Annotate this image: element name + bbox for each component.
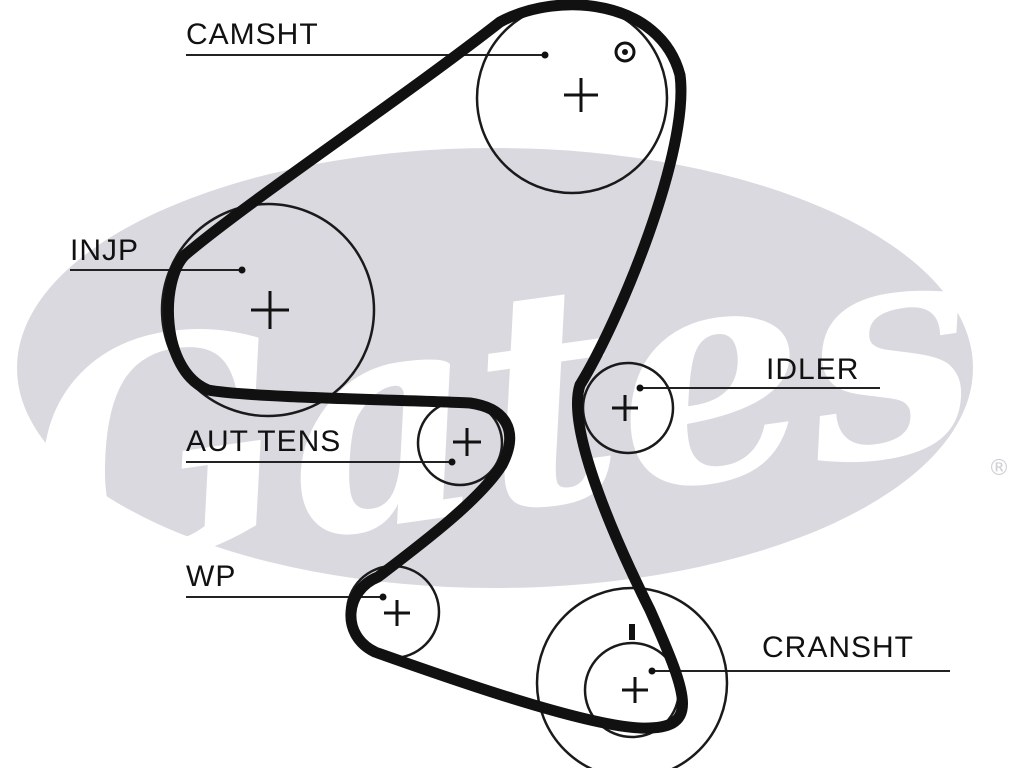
- auto-tensioner-leader-dot: [448, 458, 456, 466]
- camshaft-timing-mark: [614, 41, 636, 63]
- camshaft-center-cross: [564, 78, 598, 112]
- injection-pump-center-cross: [251, 291, 289, 329]
- water-pump-leader-dot: [379, 593, 387, 601]
- leader-dots: [238, 49, 656, 675]
- crankshaft-label: CRANSHT: [762, 631, 915, 664]
- idler-label: IDLER: [766, 353, 860, 386]
- gates-watermark: Gates: [7, 148, 996, 644]
- watermark-ellipse: [17, 148, 973, 588]
- camshaft-leader-dot: [541, 51, 549, 59]
- idler-leader-dot: [636, 384, 644, 392]
- timing-belt: [162, 0, 688, 734]
- registered-trademark-mark: ®: [988, 456, 1010, 481]
- idler-center-cross: [612, 395, 638, 421]
- camshaft-timing-dot: [622, 49, 628, 55]
- water-pump-label: WP: [186, 560, 237, 593]
- auto-tensioner-label: AUT TENS: [186, 425, 342, 458]
- crankshaft-center-cross: [622, 677, 648, 703]
- crankshaft-outer-pulley: [535, 586, 729, 768]
- injection-pump-pulley: [160, 202, 376, 418]
- crankshaft-leader-dot: [648, 667, 656, 675]
- idler-pulley: [581, 361, 675, 455]
- injection-pump-label: INJP: [70, 234, 140, 267]
- pulleys: [160, 1, 729, 768]
- injection-pump-leader-dot: [238, 266, 246, 274]
- auto-tensioner-center-cross: [453, 428, 481, 456]
- camshaft-label: CAMSHT: [186, 18, 319, 51]
- pulley-centers: [251, 41, 648, 703]
- water-pump-center-cross: [384, 600, 410, 626]
